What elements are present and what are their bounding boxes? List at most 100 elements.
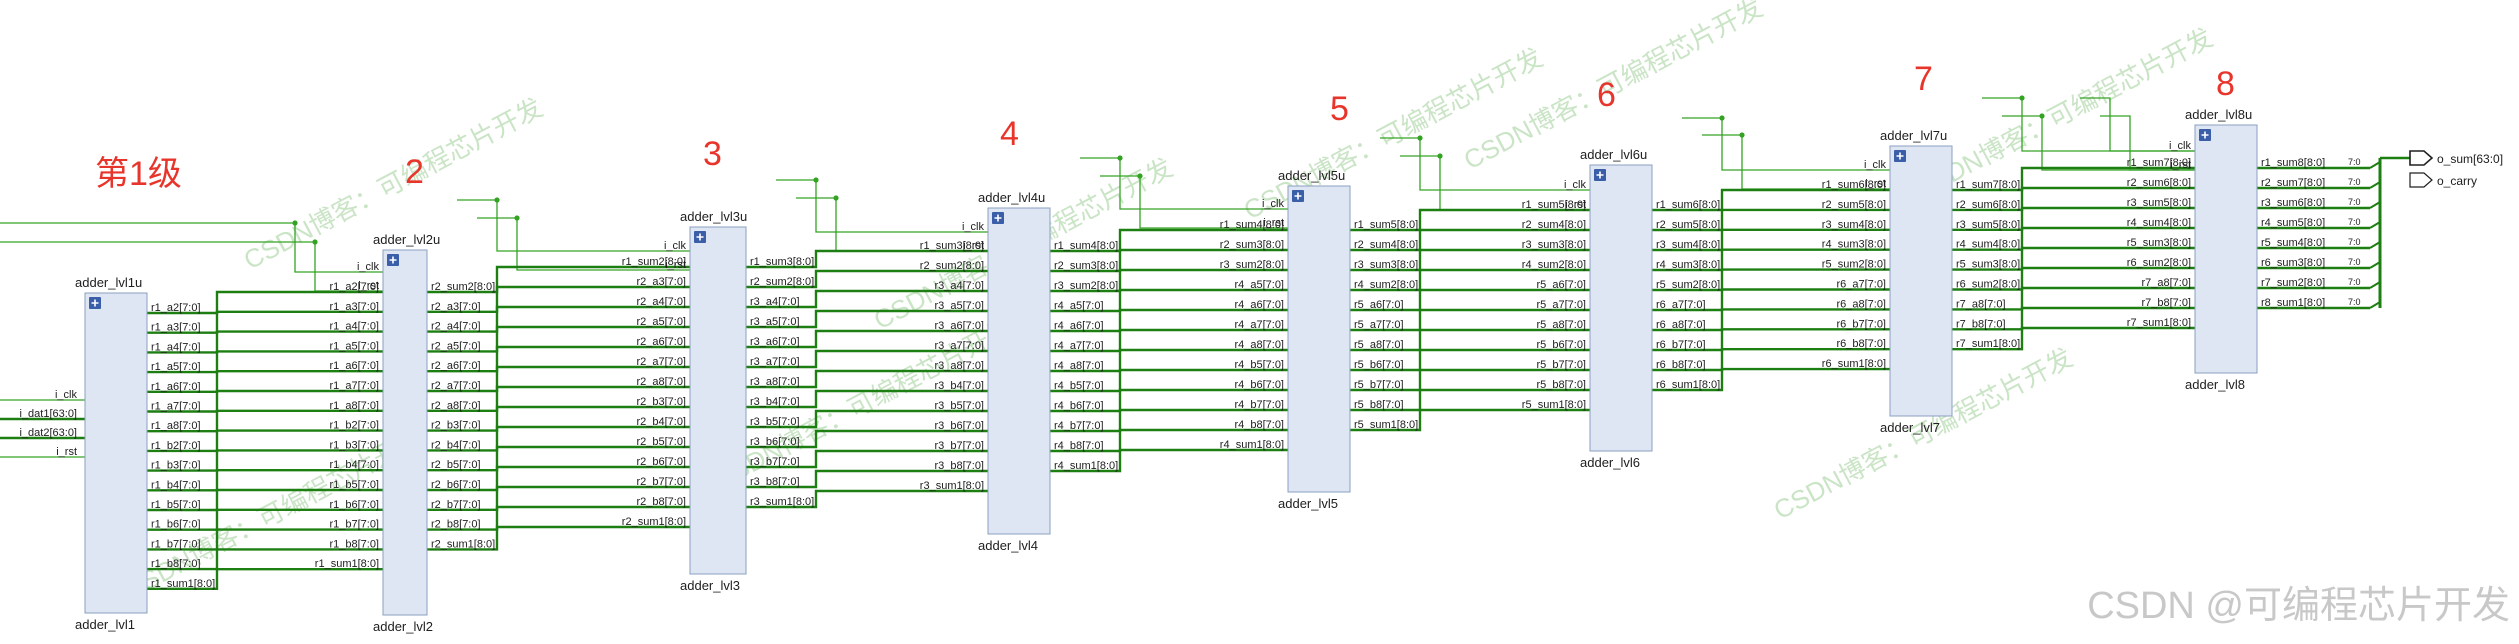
data-bus	[1050, 248, 1288, 273]
output-pin-label: r3_b7[7:0]	[750, 456, 800, 468]
rst-wire	[2100, 115, 2195, 171]
output-pin-label: r2_b6[7:0]	[431, 479, 481, 491]
input-pin-label: r2_a7[7:0]	[636, 356, 686, 368]
input-pin-label: r2_sum3[8:0]	[1220, 239, 1284, 251]
output-pin-label: r1_a7[7:0]	[151, 401, 201, 413]
data-bus	[746, 269, 988, 289]
input-pin-label: r2_sum1[8:0]	[622, 516, 686, 528]
clk-wire	[2080, 97, 2195, 152]
data-bus	[427, 325, 690, 353]
output-pin-label: r2_b3[7:0]	[431, 420, 481, 432]
output-pin-label: r2_a7[7:0]	[431, 380, 481, 392]
data-bus	[746, 429, 988, 449]
block-body	[689, 226, 747, 575]
plus-icon	[994, 214, 1002, 222]
output-pin-label: r4_a5[7:0]	[1054, 300, 1104, 312]
output-pin-label: r3_sum6[8:0]	[2261, 197, 2325, 209]
output-pin-label: r2_a3[7:0]	[431, 301, 481, 313]
input-pin-label: r4_b6[7:0]	[1234, 379, 1284, 391]
data-bus	[147, 389, 383, 413]
top-input-port-label: i_clk	[55, 389, 78, 401]
output-pin-label: r1_a5[7:0]	[151, 361, 201, 373]
output-pin-label: r1_b8[7:0]	[151, 558, 201, 570]
data-bus	[746, 409, 988, 429]
data-bus	[427, 285, 690, 313]
output-pin-label: r6_sum3[8:0]	[2261, 257, 2325, 269]
clk-wire	[1721, 118, 1890, 171]
input-pin-label: r5_b7[7:0]	[1536, 359, 1586, 371]
wire-junction	[813, 177, 819, 183]
clk-wire	[496, 200, 690, 252]
input-pin-label: r2_b4[7:0]	[636, 416, 686, 428]
data-bus	[1350, 268, 1590, 292]
output-pin-label: r5_a7[7:0]	[1354, 319, 1404, 331]
output-pin-label: r2_b5[7:0]	[431, 459, 481, 471]
input-pin-label: r5_sum1[8:0]	[1522, 399, 1586, 411]
input-pin-label: r3_sum1[8:0]	[920, 480, 984, 492]
output-pin-label: r1_a6[7:0]	[151, 381, 201, 393]
data-bus	[147, 310, 383, 334]
input-pin-label: r3_sum4[8:0]	[1822, 219, 1886, 231]
bus-tap	[2369, 261, 2381, 269]
input-pin-label: r1_a8[7:0]	[329, 400, 379, 412]
input-pin-label: r1_a3[7:0]	[329, 301, 379, 313]
output-pin-label: r1_b4[7:0]	[151, 479, 201, 491]
block-instance-name: adder_lvl6u	[1580, 147, 1647, 162]
input-pin-label: r4_a6[7:0]	[1234, 299, 1284, 311]
data-bus	[1350, 228, 1590, 252]
input-pin-label: r3_sum5[8:0]	[2127, 197, 2191, 209]
input-pin-label: r1_b2[7:0]	[329, 420, 379, 432]
data-bus	[1952, 326, 2195, 351]
output-pin-label: r1_b5[7:0]	[151, 499, 201, 511]
output-pin-label: r5_a8[7:0]	[1354, 339, 1404, 351]
input-pin-label: r3_sum2[8:0]	[1220, 259, 1284, 271]
block-body	[84, 292, 148, 614]
ctrl-pin-label: i_rst	[1865, 178, 1886, 190]
data-bus	[1652, 367, 1890, 392]
output-pin-label: r1_sum3[8:0]	[750, 256, 814, 268]
data-bus	[1350, 308, 1590, 332]
block-adder_lvl2: adder_lvl2uadder_lvl2i_clki_rstr1_a2[7:0…	[315, 232, 495, 634]
input-pin-label: r1_sum1[8:0]	[315, 558, 379, 570]
block-type-name: adder_lvl1	[75, 617, 135, 632]
output-pin-label: r2_sum2[8:0]	[750, 276, 814, 288]
input-pin-label: r5_b8[7:0]	[1536, 379, 1586, 391]
data-bus	[1652, 348, 1890, 372]
bus-tap-label: 7:0	[2348, 177, 2361, 187]
output-pin-label: r7_sum1[8:0]	[1956, 338, 2020, 350]
block-instance-name: adder_lvl7u	[1880, 128, 1947, 143]
input-pin-label: r3_a7[7:0]	[934, 340, 984, 352]
input-pin-label: r2_a5[7:0]	[636, 316, 686, 328]
bus-tap-label: 7:0	[2348, 257, 2361, 267]
wire-junction	[494, 197, 500, 203]
input-pin-label: r2_a3[7:0]	[636, 276, 686, 288]
output-pin-label: r1_sum7[8:0]	[1956, 179, 2020, 191]
output-pin-label: r1_b2[7:0]	[151, 440, 201, 452]
data-bus	[1652, 228, 1890, 252]
output-pin-label: r2_a8[7:0]	[431, 400, 481, 412]
output-pin-label: r7_sum2[8:0]	[2261, 277, 2325, 289]
block-instance-name: adder_lvl4u	[978, 190, 1045, 205]
data-bus	[1952, 186, 2195, 212]
output-pin-label: r1_a3[7:0]	[151, 322, 201, 334]
input-pin-label: r5_a7[7:0]	[1536, 299, 1586, 311]
bus-tap-label: 7:0	[2348, 217, 2361, 227]
plus-icon	[91, 299, 99, 307]
block-type-name: adder_lvl6	[1580, 455, 1640, 470]
output-pin-label: r1_a2[7:0]	[151, 302, 201, 314]
data-bus	[1350, 388, 1590, 412]
input-pin-label: r3_b7[7:0]	[934, 440, 984, 452]
input-pin-label: r2_sum2[8:0]	[920, 260, 984, 272]
output-pin-label: r6_a8[7:0]	[1656, 319, 1706, 331]
ctrl-pin-label: i_rst	[358, 280, 379, 292]
data-bus	[427, 465, 690, 492]
output-pin-label: r2_b7[7:0]	[431, 499, 481, 511]
output-pin-label: r1_sum5[8:0]	[1354, 219, 1418, 231]
input-pin-label: r3_sum3[8:0]	[1522, 239, 1586, 251]
wire-junction	[292, 220, 298, 226]
data-bus	[746, 309, 988, 329]
input-pin-label: r7_a8[7:0]	[2141, 277, 2191, 289]
data-bus	[427, 265, 690, 294]
clk-wire	[815, 180, 988, 233]
data-bus	[1952, 246, 2195, 271]
